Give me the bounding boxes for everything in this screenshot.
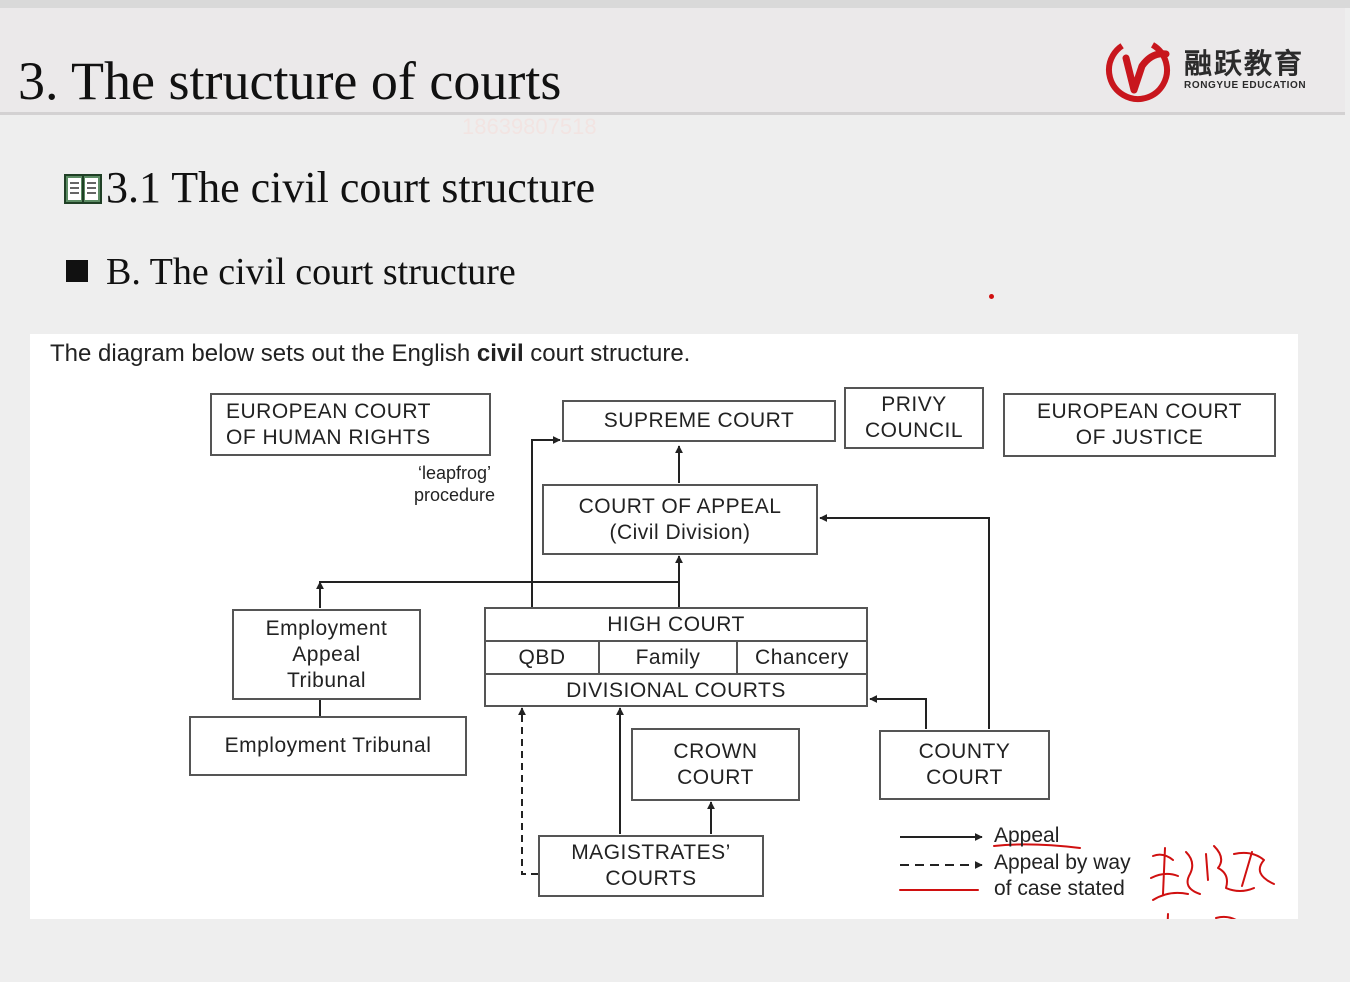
et-label: Employment Tribunal (224, 734, 432, 757)
magistrates-line-2: COURTS (605, 867, 697, 890)
slide-header: 3. The structure of courts 融跃教育 RONGYUE … (0, 8, 1345, 115)
arrow-county-to-highcourt (869, 695, 927, 729)
privy-line-1: PRIVY (881, 393, 947, 416)
county-line-2: COURT (926, 766, 1003, 789)
crown-line-1: CROWN (673, 739, 758, 763)
logo-english-text: RONGYUE EDUCATION (1184, 80, 1307, 91)
arrow-case-stated (518, 707, 538, 875)
ecj-line-1: EUROPEAN COURT (1037, 400, 1242, 423)
logo-chinese-text: 融跃教育 (1184, 48, 1305, 79)
magistrates-line-1: MAGISTRATES’ (571, 841, 731, 864)
privy-line-2: COUNCIL (864, 419, 963, 442)
division-chancery-label: Chancery (755, 645, 849, 669)
arrow-county-to-appeal (819, 514, 990, 729)
legend-case-stated-line-1: Appeal by way (994, 851, 1131, 874)
diagram-panel: The diagram below sets out the English c… (30, 334, 1298, 919)
division-qbd: QBD (486, 642, 600, 673)
supreme-court-box: SUPREME COURT (562, 400, 836, 442)
division-qbd-label: QBD (518, 645, 566, 669)
logo-mark-icon (1106, 38, 1170, 102)
european-court-human-rights-box: EUROPEAN COURT OF HUMAN RIGHTS (210, 393, 491, 456)
leapfrog-line-1: ‘leapfrog’ (418, 463, 492, 483)
arrow-eat-to-appeal (319, 581, 679, 583)
ecj-line-2: OF JUSTICE (1075, 426, 1204, 449)
county-court-box: COUNTY COURT (879, 730, 1050, 800)
high-court-title-row: HIGH COURT (486, 609, 866, 642)
top-strip (0, 0, 1350, 8)
high-court-title: HIGH COURT (607, 612, 745, 636)
court-of-appeal-box: COURT OF APPEAL (Civil Division) (542, 484, 818, 555)
watermark: 18639807518 (462, 114, 597, 139)
employment-appeal-tribunal-box: Employment Appeal Tribunal (232, 609, 421, 700)
division-family-label: Family (635, 645, 701, 669)
employment-tribunal-box: Employment Tribunal (189, 716, 467, 776)
legend-case-stated-line-2: of case stated (994, 877, 1125, 900)
division-chancery: Chancery (738, 642, 866, 673)
subheading: B. The civil court structure (66, 250, 516, 294)
crown-line-2: COURT (677, 765, 754, 789)
echr-line-2: OF HUMAN RIGHTS (226, 425, 431, 449)
divisional-courts-row: DIVISIONAL COURTS (486, 675, 866, 707)
eat-line-2: Appeal (292, 642, 361, 666)
slide-title: 3. The structure of courts (18, 51, 562, 111)
diagram-intro: The diagram below sets out the English c… (50, 340, 690, 368)
diagram-connectors (316, 436, 1275, 919)
handwritten-note-top (1150, 845, 1275, 901)
magistrates-courts-box: MAGISTRATES’ COURTS (538, 835, 764, 897)
legend-appeal-label: Appeal (994, 824, 1060, 847)
leapfrog-line-2: procedure (414, 485, 496, 505)
intro-text-before: The diagram below sets out the English (50, 340, 477, 367)
intro-text-after: court structure. (523, 340, 691, 367)
red-underline-appeal (993, 843, 1081, 849)
crown-court-box: CROWN COURT (631, 728, 800, 801)
intro-text-bold: civil (476, 340, 524, 367)
leapfrog-note: ‘leapfrog’ procedure (414, 462, 495, 506)
arrow-leapfrog-to-supreme (531, 436, 561, 607)
appeal-line-2: (Civil Division) (609, 520, 751, 544)
privy-council-box: PRIVY COUNCIL (844, 387, 984, 449)
subheading-text: B. The civil court structure (106, 251, 516, 293)
eat-line-3: Tribunal (286, 668, 367, 692)
appeal-line-1: COURT OF APPEAL (578, 494, 782, 518)
european-court-justice-box: EUROPEAN COURT OF JUSTICE (1003, 393, 1276, 457)
high-court-divisions-row (486, 642, 866, 675)
divisional-courts-label: DIVISIONAL COURTS (566, 679, 786, 702)
pen-dot (989, 294, 994, 299)
high-court-box: HIGH COURT QBD Family Chancery DIVISIONA… (484, 607, 868, 707)
handwritten-note-bottom (1166, 913, 1237, 919)
supreme-court-label: SUPREME COURT (603, 409, 795, 432)
echr-line-1: EUROPEAN COURT (226, 399, 431, 423)
book-icon (64, 166, 102, 217)
division-family: Family (600, 642, 738, 673)
brand-logo: 融跃教育 RONGYUE EDUCATION (1104, 36, 1324, 106)
square-bullet-icon (66, 260, 88, 282)
eat-line-1: Employment (265, 616, 388, 640)
section-heading-text: 3.1 The civil court structure (106, 163, 596, 212)
county-line-1: COUNTY (918, 740, 1011, 763)
section-heading: 3.1 The civil court structure (64, 162, 595, 217)
